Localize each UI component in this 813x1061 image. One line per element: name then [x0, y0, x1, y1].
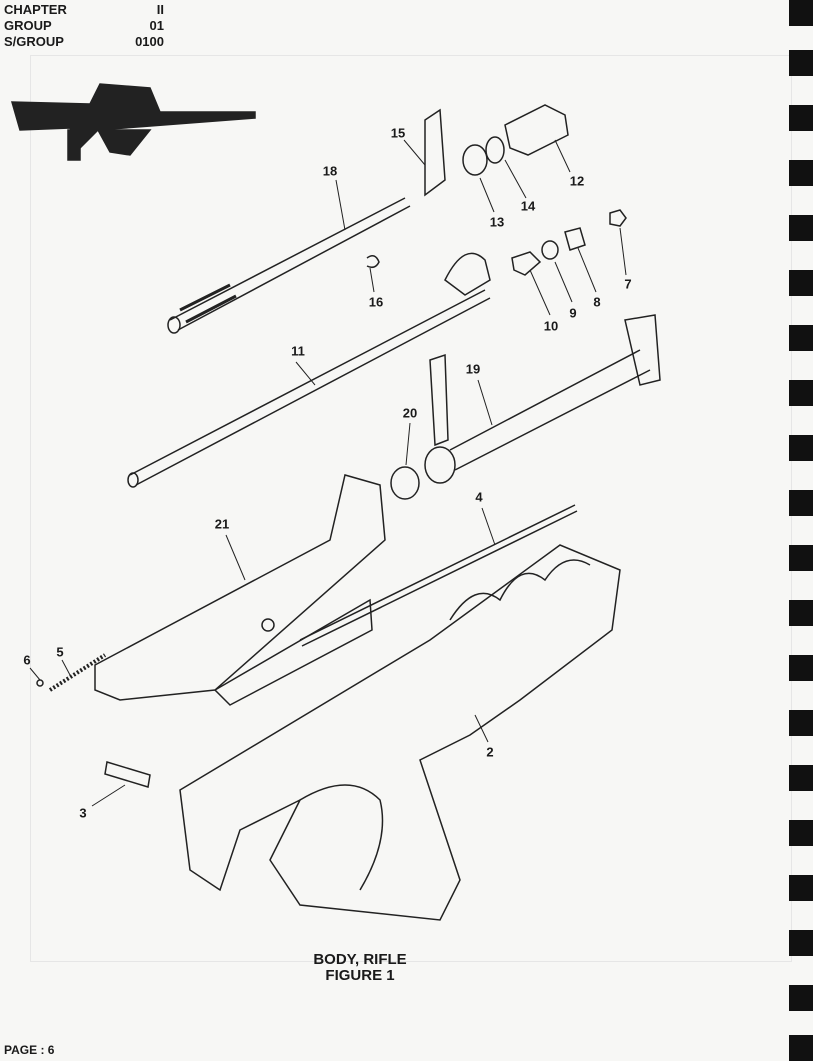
binding-hole [789, 600, 813, 626]
figure-number: FIGURE 1 [325, 967, 395, 984]
group-label: GROUP [4, 18, 52, 33]
small-parts [366, 209, 627, 276]
callout-12: 12 [569, 173, 585, 189]
binding-hole [789, 380, 813, 406]
callout-8: 8 [593, 294, 601, 310]
binding-hole [789, 985, 813, 1011]
page-number: PAGE : 6 [4, 1043, 55, 1057]
callout-5: 5 [56, 644, 64, 660]
chapter-label: CHAPTER [4, 2, 67, 17]
operating-rod [127, 252, 491, 488]
binding-hole [789, 490, 813, 516]
spring-5 [48, 653, 107, 692]
binding-hole [789, 215, 813, 241]
binding-hole [789, 105, 813, 131]
callout-19: 19 [465, 361, 481, 377]
binding-hole [789, 160, 813, 186]
callout-21: 21 [214, 516, 230, 532]
callout-7: 7 [624, 276, 632, 292]
callout-9: 9 [569, 305, 577, 321]
binding-hole [789, 875, 813, 901]
callout-11: 11 [291, 343, 305, 359]
binding-hole [789, 1035, 813, 1061]
lower-body [179, 544, 621, 921]
binding-hole [789, 545, 813, 571]
callout-6: 6 [23, 652, 31, 668]
callout-20: 20 [402, 405, 418, 421]
upper-receiver [94, 474, 386, 706]
ring-20 [390, 466, 420, 500]
subgroup-label: S/GROUP [4, 34, 64, 49]
binding-hole [789, 435, 813, 461]
binding-hole [789, 0, 813, 26]
group-value: 01 [149, 18, 164, 33]
barrel [167, 197, 411, 334]
figure-title: BODY, RIFLE [313, 951, 407, 968]
chapter-value: II [156, 2, 164, 17]
flash-hider-group [424, 104, 569, 197]
callout-16: 16 [368, 294, 384, 310]
rifle-silhouette [10, 83, 256, 161]
rod-4 [299, 504, 578, 647]
callout-15: 15 [390, 125, 406, 141]
leader-lines [29, 139, 627, 807]
binding-hole [789, 820, 813, 846]
binding-hole [789, 765, 813, 791]
callout-13: 13 [489, 214, 505, 230]
subgroup-value: 0100 [135, 34, 164, 49]
callout-3: 3 [79, 805, 87, 821]
callout-14: 14 [520, 198, 536, 214]
callout-4: 4 [475, 489, 483, 505]
callout-2: 2 [486, 744, 494, 760]
binding-hole [789, 270, 813, 296]
sight-assembly [424, 314, 661, 484]
binding-hole [789, 930, 813, 956]
binding-hole [789, 655, 813, 681]
pin-3 [104, 761, 151, 788]
binding-hole [789, 325, 813, 351]
binding-hole [789, 50, 813, 76]
binding-hole [789, 710, 813, 736]
callout-18: 18 [322, 163, 338, 179]
pin-6 [36, 679, 44, 687]
callout-10: 10 [543, 318, 559, 334]
